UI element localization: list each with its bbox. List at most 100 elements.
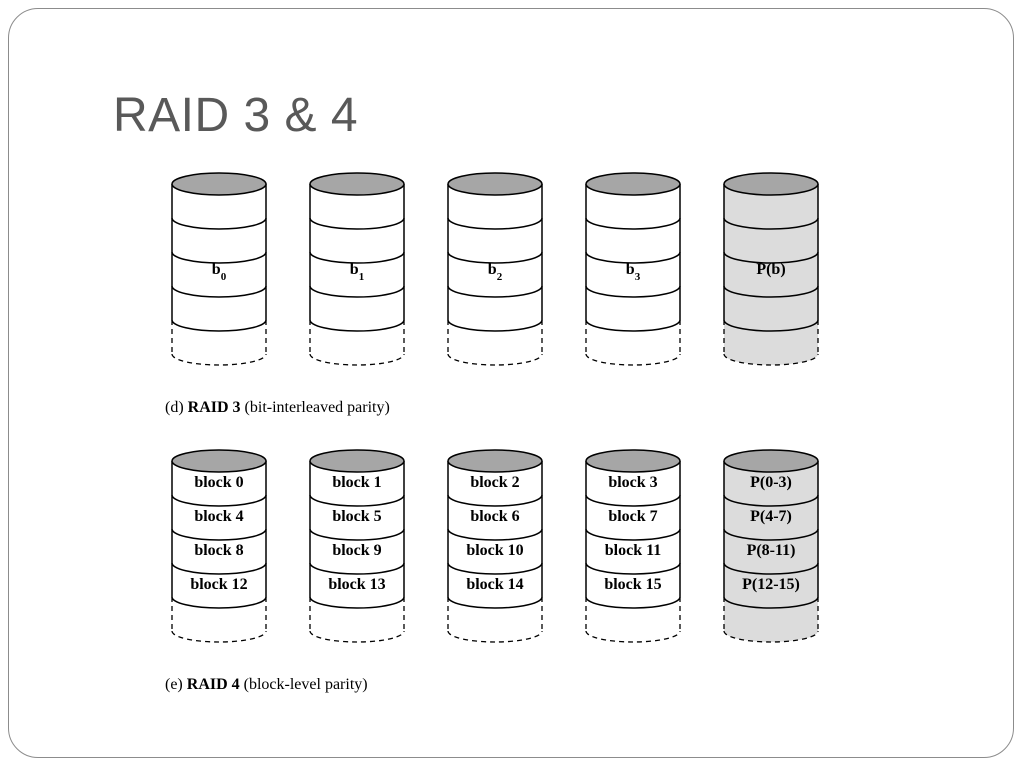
raid3-data-disk: b2 — [447, 172, 543, 366]
disk-band-divider — [447, 562, 543, 575]
disk-top — [447, 449, 543, 473]
parity-label: P(b) — [756, 261, 785, 278]
bit-label-main: b — [626, 261, 635, 278]
raid4-caption: (e) RAID 4 (block-level parity) — [165, 676, 368, 693]
disk-band-divider — [723, 285, 819, 298]
disk-band-divider — [309, 494, 405, 507]
disk-band-divider — [171, 285, 267, 298]
raid4-parity-disk: P(0-3) P(4-7) P(8-11) P(12-15) — [723, 449, 819, 643]
disk-body — [172, 461, 266, 642]
bit-label: b3 — [626, 261, 641, 283]
disk-band-divider — [585, 562, 681, 575]
disk-band-divider — [447, 319, 543, 332]
disk-top — [585, 449, 681, 473]
disk-body — [586, 461, 680, 642]
disk-band-divider — [309, 285, 405, 298]
disk-dashed-bottom — [447, 353, 543, 366]
bit-label-main: b — [212, 261, 221, 278]
disk-band-divider — [447, 494, 543, 507]
disk-band-divider — [309, 596, 405, 609]
disk-body — [448, 184, 542, 365]
disk-band-divider — [171, 596, 267, 609]
bit-label-main: b — [350, 261, 359, 278]
disk-body — [448, 461, 542, 642]
block-label: block 3 — [608, 474, 657, 491]
disk-dashed-bottom — [171, 353, 267, 366]
disk-band-divider — [585, 528, 681, 541]
disk-band-divider — [723, 528, 819, 541]
bit-label: b0 — [212, 261, 227, 283]
bit-label-main: P(b) — [756, 261, 785, 278]
disk-top — [171, 449, 267, 473]
disk-body — [172, 184, 266, 365]
disk-band-divider — [309, 217, 405, 230]
slide-title: RAID 3 & 4 — [113, 89, 359, 142]
raid3-parity-disk: P(b) — [723, 172, 819, 366]
parity-block-label: P(8-11) — [747, 542, 796, 559]
disk-band-divider — [171, 217, 267, 230]
disk-band-divider — [447, 217, 543, 230]
disk-body — [586, 184, 680, 365]
disk-body — [310, 184, 404, 365]
disk-body — [724, 184, 818, 365]
parity-block-label: P(12-15) — [742, 576, 800, 593]
block-label: block 13 — [328, 576, 385, 593]
disk-band-divider — [309, 319, 405, 332]
disk-band-divider — [585, 596, 681, 609]
parity-block-label: P(4-7) — [750, 508, 792, 525]
disk-band-divider — [309, 528, 405, 541]
block-label: block 8 — [194, 542, 243, 559]
disk-band-divider — [447, 285, 543, 298]
block-label: block 5 — [332, 508, 381, 525]
block-label: block 2 — [470, 474, 519, 491]
parity-block-label: P(0-3) — [750, 474, 792, 491]
disk-dashed-bottom — [171, 630, 267, 643]
disk-band-divider — [723, 319, 819, 332]
disk-dashed-bottom — [585, 353, 681, 366]
disk-dashed-bottom — [585, 630, 681, 643]
disk-band-divider — [171, 528, 267, 541]
block-label: block 15 — [604, 576, 661, 593]
disk-band-divider — [171, 562, 267, 575]
disk-band-divider — [309, 562, 405, 575]
disk-dashed-bottom — [447, 630, 543, 643]
disk-band-divider — [723, 596, 819, 609]
disk-band-divider — [723, 494, 819, 507]
disk-body — [724, 461, 818, 642]
disk-band-divider — [585, 285, 681, 298]
disk-band-divider — [447, 596, 543, 609]
block-label: block 14 — [466, 576, 523, 593]
disk-dashed-bottom — [723, 630, 819, 643]
disk-band-divider — [723, 251, 819, 264]
disk-band-divider — [723, 562, 819, 575]
bit-label-subscript: 3 — [635, 271, 641, 283]
disk-band-divider — [171, 494, 267, 507]
raid3-data-disk: b1 — [309, 172, 405, 366]
bit-label-subscript: 1 — [359, 271, 365, 283]
disk-band-divider — [585, 319, 681, 332]
disk-band-divider — [447, 251, 543, 264]
disk-top — [723, 449, 819, 473]
disk-band-divider — [309, 251, 405, 264]
disk-band-divider — [585, 251, 681, 264]
bit-label-main: b — [488, 261, 497, 278]
block-label: block 12 — [190, 576, 247, 593]
disk-top — [723, 172, 819, 196]
block-label: block 0 — [194, 474, 243, 491]
disk-dashed-bottom — [309, 630, 405, 643]
bit-label: b1 — [350, 261, 364, 283]
disk-band-divider — [171, 251, 267, 264]
disk-band-divider — [585, 494, 681, 507]
bit-label-subscript: 2 — [497, 271, 503, 283]
disk-top — [309, 172, 405, 196]
disk-top — [309, 449, 405, 473]
disk-band-divider — [723, 217, 819, 230]
raid3-data-disk: b3 — [585, 172, 681, 366]
